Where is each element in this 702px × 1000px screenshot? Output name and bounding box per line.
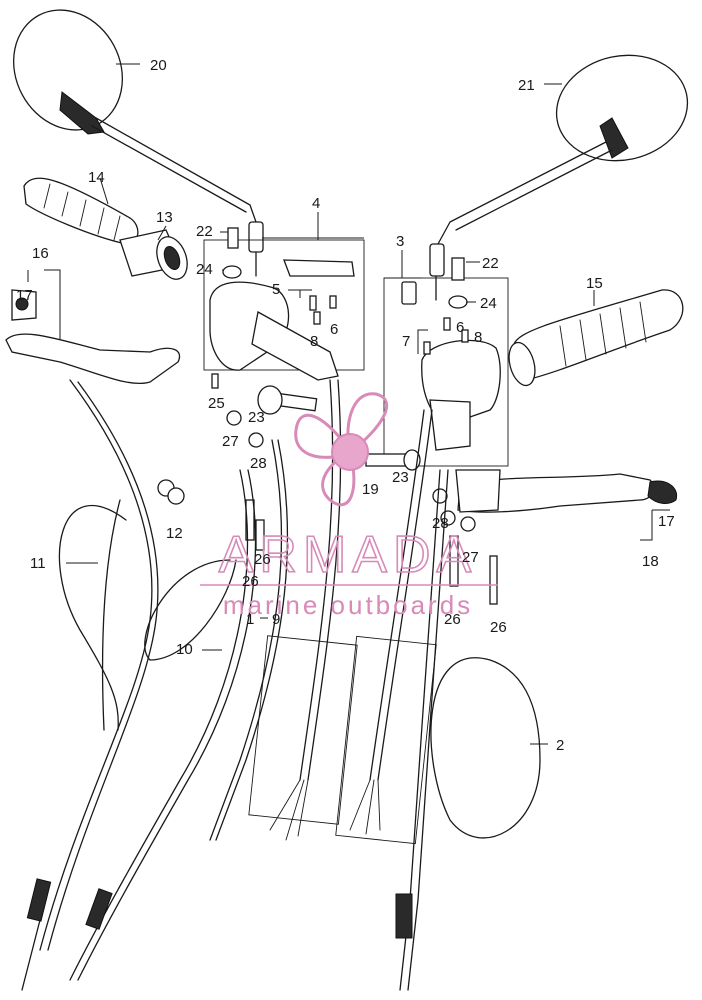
callout-20: 20 — [150, 57, 167, 74]
callout-15: 15 — [586, 275, 603, 292]
callout-10: 10 — [176, 641, 193, 658]
callout-23-left: 23 — [248, 409, 265, 426]
callout-1: 1 — [246, 611, 254, 628]
callout-19: 19 — [362, 481, 379, 498]
callout-2: 2 — [556, 737, 564, 754]
callout-27-right: 27 — [462, 549, 479, 566]
hardware-left — [157, 227, 337, 551]
watermark: ARMADA marine outboards — [200, 392, 498, 620]
callout-13: 13 — [156, 209, 173, 226]
callout-14: 14 — [88, 169, 105, 186]
callout-7: 7 — [402, 333, 410, 350]
throttle-sleeve — [119, 229, 188, 280]
callout-8-right: 8 — [474, 329, 482, 346]
callout-26-c: 26 — [444, 611, 461, 628]
watermark-propeller-logo — [294, 392, 389, 507]
callout-28-right: 28 — [432, 515, 449, 532]
callout-24-right: 24 — [480, 295, 497, 312]
callout-11: 11 — [30, 555, 46, 572]
callout-3: 3 — [396, 233, 404, 250]
right-switch-housing — [383, 277, 509, 467]
callout-4: 4 — [312, 195, 320, 212]
cables — [21, 251, 541, 991]
callout-17-right: 17 — [658, 513, 675, 530]
callout-21: 21 — [518, 77, 535, 94]
hardware-right — [365, 257, 498, 605]
left-grip — [23, 177, 139, 245]
callout-26-b: 26 — [242, 573, 259, 590]
callout-12: 12 — [166, 525, 183, 542]
callout-16: 16 — [32, 245, 49, 262]
callout-8-left: 8 — [310, 333, 318, 350]
callout-6-right: 6 — [456, 319, 464, 336]
callout-27-left: 27 — [222, 433, 239, 450]
left-mirror — [12, 9, 264, 253]
left-switch-housing — [203, 239, 365, 381]
leader-lines — [27, 63, 670, 745]
callout-23-right: 23 — [392, 469, 409, 486]
watermark-brand: ARMADA — [219, 526, 477, 584]
callouts: 20 21 14 13 22 24 4 3 22 24 15 16 17 5 6… — [16, 57, 675, 754]
left-lever — [5, 289, 181, 385]
right-lever — [455, 469, 678, 513]
callout-26-d: 26 — [490, 619, 507, 636]
right-mirror — [429, 54, 689, 277]
callout-25: 25 — [208, 395, 225, 412]
callout-18: 18 — [642, 553, 659, 570]
callout-26-a: 26 — [254, 551, 271, 568]
callout-5: 5 — [272, 281, 280, 298]
callout-28-left: 28 — [250, 455, 267, 472]
callout-22-right: 22 — [482, 255, 499, 272]
watermark-tagline: marine outboards — [223, 590, 473, 620]
callout-9: 9 — [272, 611, 280, 628]
callout-17-left: 17 — [16, 287, 33, 304]
callout-24-left: 24 — [196, 261, 213, 278]
callout-22-left: 22 — [196, 223, 213, 240]
callout-6-left: 6 — [330, 321, 338, 338]
right-grip — [508, 289, 684, 387]
